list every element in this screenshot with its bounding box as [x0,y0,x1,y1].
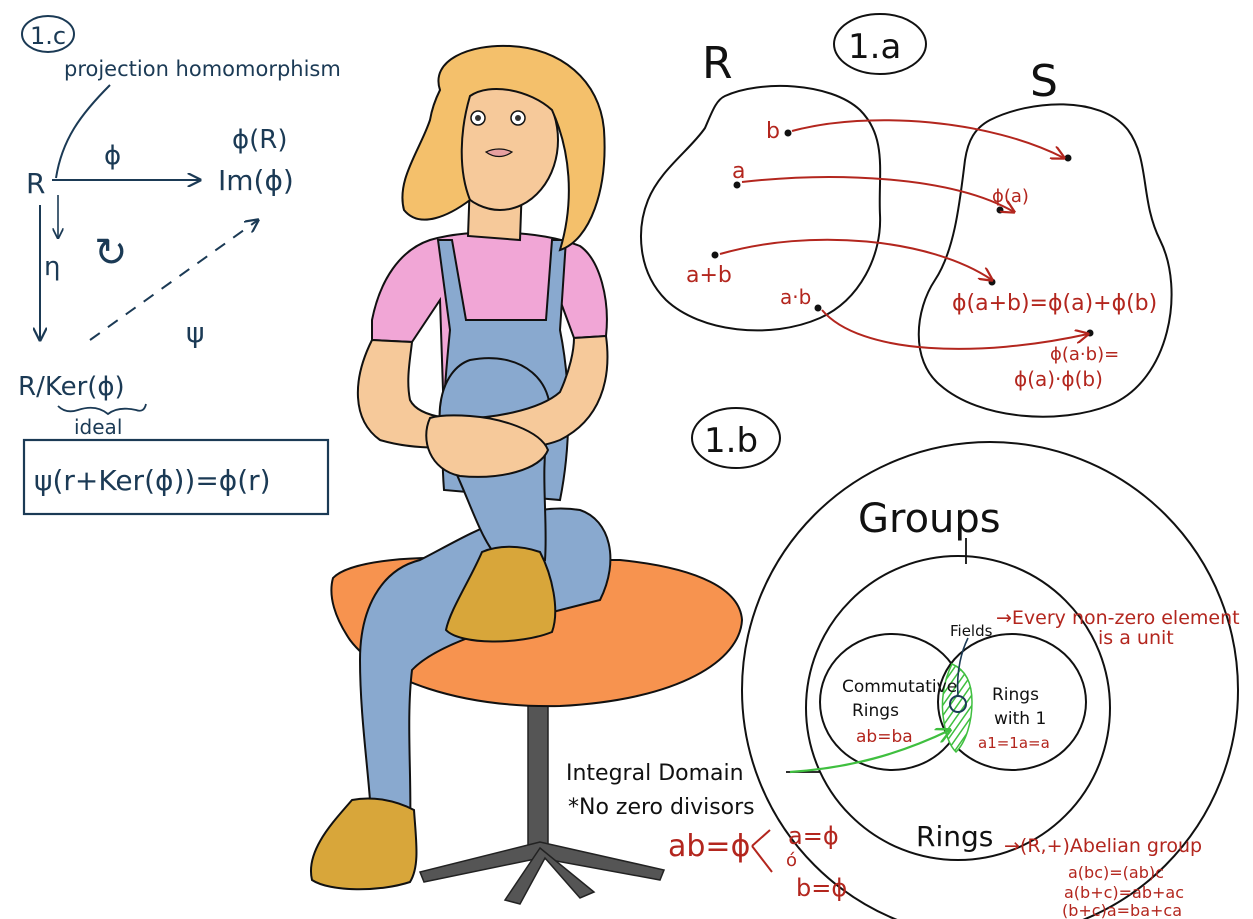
blob-R [640,84,882,332]
elem-a-plus-b: a+b [686,263,732,288]
fields-note-1: →Every non-zero element [996,607,1240,629]
label-phi: ϕ [104,141,121,171]
point-phi-b [1064,154,1072,162]
set-S-label: S [1030,56,1058,107]
split-arrows [751,829,773,873]
curve-title-to-R [55,84,111,179]
node-ImPhi: Im(ϕ) [218,164,294,197]
rings-note-1: →(R,+)Abelian group [1004,835,1202,857]
pupil-left [475,115,481,121]
map-arrow-a-dot-b [821,309,1088,350]
eq-b-zero: b=ϕ [796,874,847,902]
label-circle-1b [691,407,781,469]
rotation-icon: ↻ [94,230,128,276]
node-phiR: ϕ(R) [232,125,288,155]
map-arrow-a-plus-b [719,238,992,280]
map-arrow-a [741,176,1014,212]
label-commutative: Commutative [842,677,957,697]
label-ideal: ideal [74,415,122,439]
diagram-1b: 1.b Groups Fields →Every non-zero elemen… [566,407,1240,919]
shoe-lower [309,797,418,891]
label-rings: Rings [916,820,993,853]
label-circle-1a [833,13,927,75]
label-with-1: with 1 [994,709,1046,729]
girl-illustration [309,44,744,905]
eq-commutative: ab=ba [856,727,913,747]
point-phi-prod [1086,329,1094,337]
fields-note-2: is a unit [1098,627,1174,649]
rings-note-2: a(bc)=(ab)c [1068,863,1164,882]
elem-a-dot-b: a·b [780,285,811,309]
phi-prod-1: ϕ(a·b)= [1050,344,1119,365]
point-phi-a [996,206,1004,214]
hair [401,44,606,252]
shoe-raised [444,545,557,643]
phi-a: ϕ(a) [992,186,1029,207]
node-R: R [26,167,45,200]
mouth [484,148,514,158]
phi-sum: ϕ(a+b)=ϕ(a)+ϕ(b) [952,291,1157,316]
point-a-dot-b [814,304,822,312]
label-groups: Groups [858,496,1001,542]
map-arrow-b [791,119,1064,158]
label-1c: 1.c [30,22,66,50]
label-fields: Fields [950,622,993,640]
label-no-zero-divisors: *No zero divisors [568,795,755,820]
eq-unit: a1=1a=a [978,734,1050,752]
ideal-brace [57,403,147,416]
fields-pointer [956,637,969,697]
circle-groups [741,441,1239,919]
diagram-1c: 1.c projection homomorphism R ϕ ϕ(R) Im(… [18,15,341,516]
eq-a-zero: a=ϕ [788,822,839,850]
label-1a: 1.a [848,27,901,67]
formula-psi: ψ(r+Ker(ϕ))=ϕ(r) [34,464,271,497]
pupil-right [515,115,521,121]
label-comm-rings: Rings [852,701,899,721]
set-R-label: R [702,38,733,89]
point-a [733,181,741,189]
label-psi: ψ [186,316,204,349]
elem-b: b [766,119,780,144]
node-quotient: R/Ker(ϕ) [18,372,125,402]
ellipse-unit [937,633,1087,771]
blob-S [917,103,1173,418]
elem-a: a [732,159,745,184]
point-a-plus-b [711,251,719,259]
formula-box [22,438,330,516]
label-rings-with: Rings [992,685,1039,705]
rings-note-3: a(b+c)=ab+ac [1064,883,1184,902]
label-circle-1c [21,15,75,53]
title-projection-homomorphism: projection homomorphism [64,57,341,81]
label-eta: η [44,252,60,282]
label-integral-domain: Integral Domain [566,761,744,786]
phi-prod-2: ϕ(a)·ϕ(b) [1014,367,1103,391]
hands [425,414,550,478]
point-b [784,129,792,137]
rings-note-4: (b+c)a=ba+ca [1062,901,1182,919]
integral-arrow [789,730,950,774]
label-1b: 1.b [704,421,758,461]
label-or: ó [786,850,797,871]
circle-rings [805,555,1111,861]
eq-ab-zero: ab=ϕ [668,829,750,864]
diagram-1a: R 1.a S b a a+b a·b ϕ(a) ϕ(a+b)=ϕ(a)+ϕ(b… [640,13,1173,418]
